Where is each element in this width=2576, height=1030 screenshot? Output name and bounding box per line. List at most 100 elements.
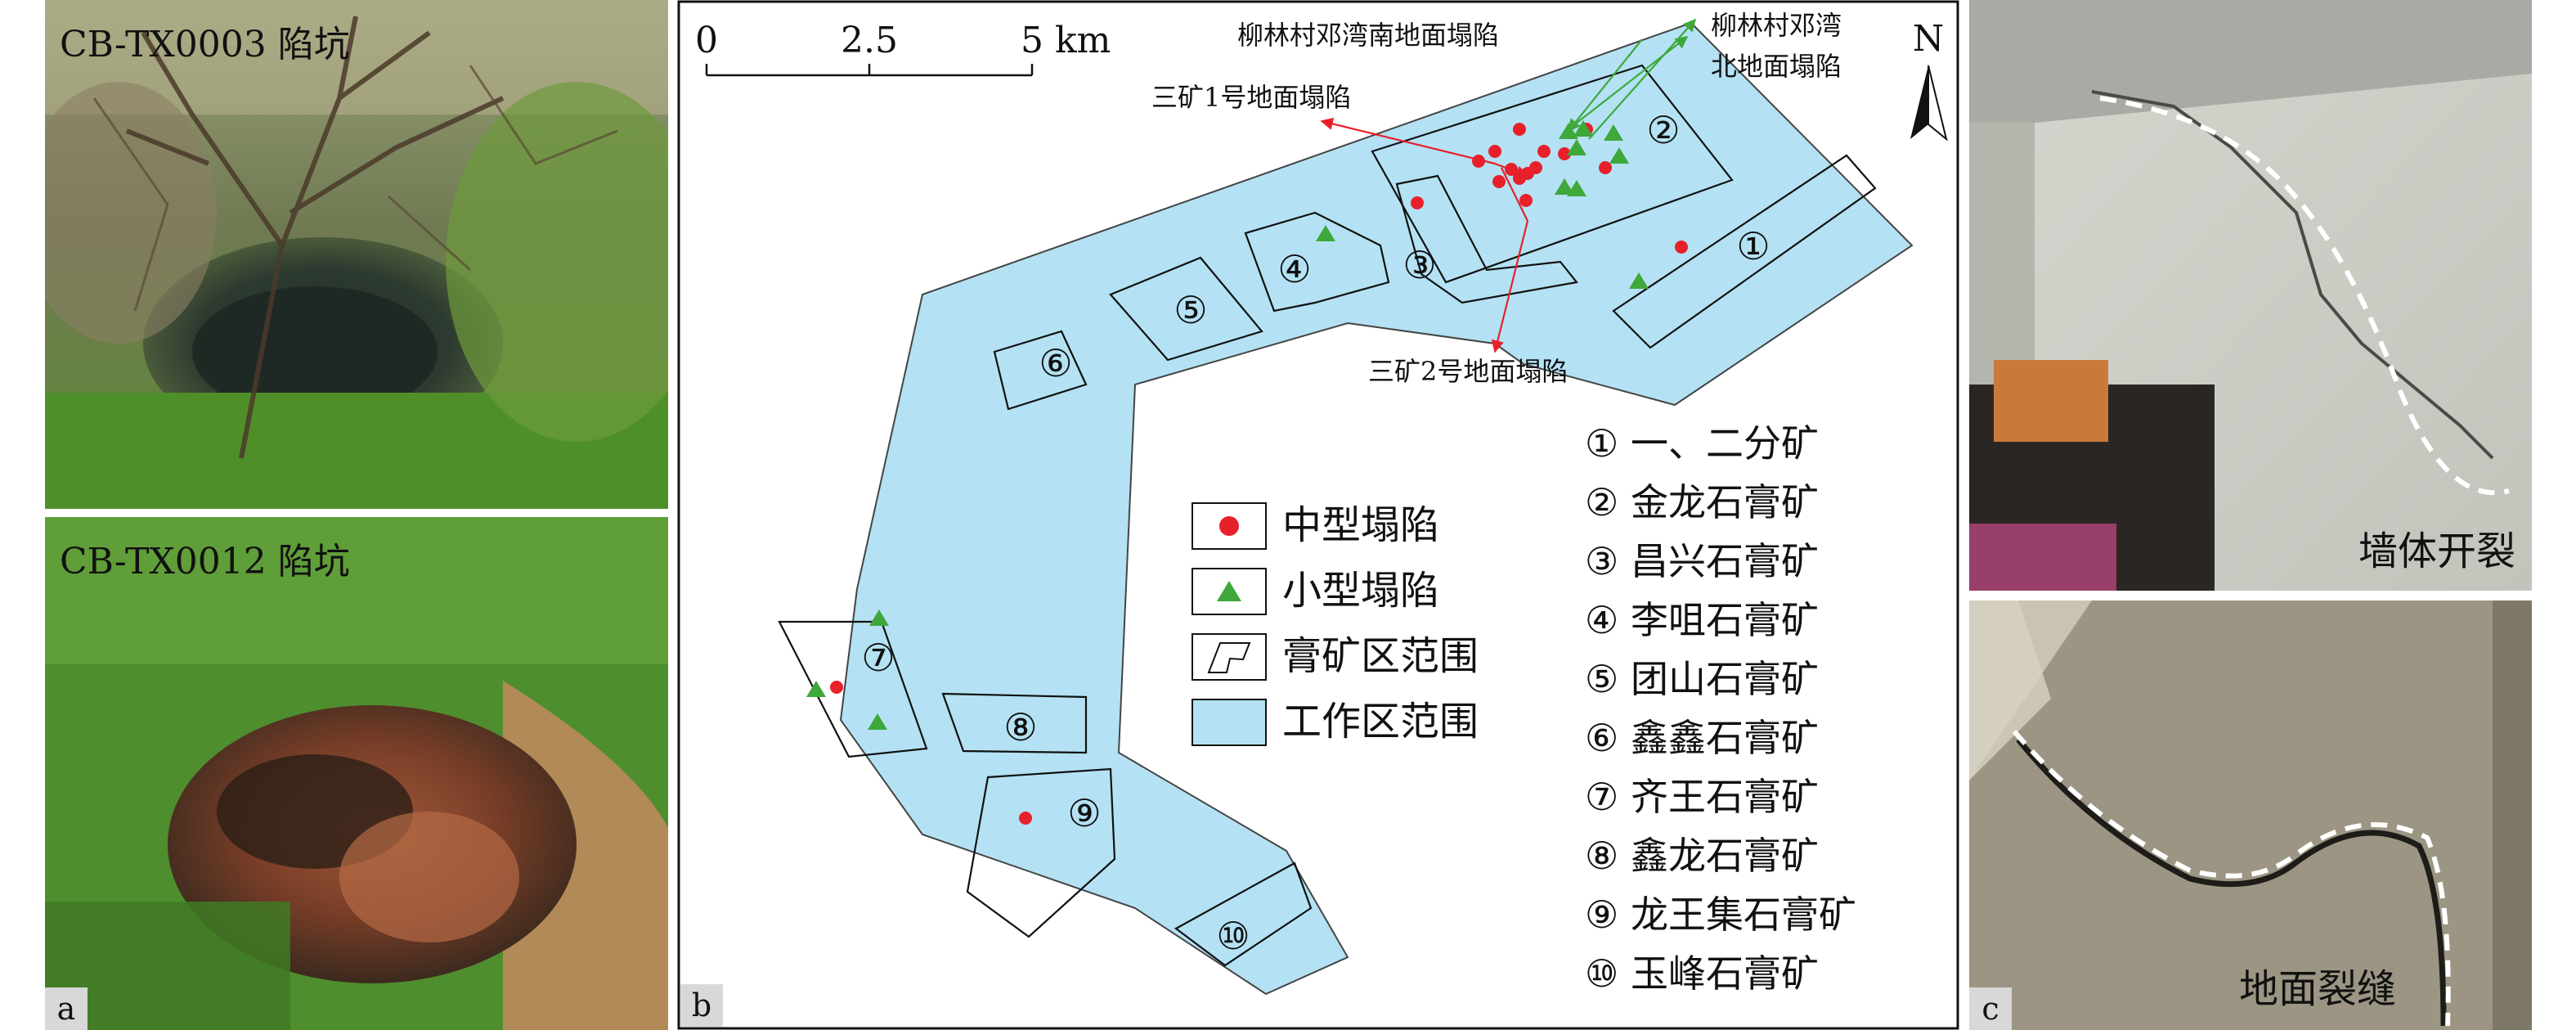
scale-bar-unit: km bbox=[1055, 20, 1111, 61]
legend-small-collapse-label: 小型塌陷 bbox=[1282, 568, 1439, 614]
map-legend: 中型塌陷 小型塌陷 膏矿区范围 工作区范围 bbox=[1192, 502, 1479, 746]
medium-collapse-marker bbox=[1513, 123, 1526, 136]
sinkhole-bottom-label: CB-TX0012 陷坑 bbox=[60, 541, 350, 582]
mine-list-name-8: 鑫龙石膏矿 bbox=[1631, 834, 1819, 878]
mine-list-num-10: ⑩ bbox=[1585, 951, 1618, 996]
mine-list-name-4: 李咀石膏矿 bbox=[1631, 598, 1819, 642]
medium-collapse-marker bbox=[1558, 147, 1571, 160]
small-collapse-marker bbox=[868, 713, 887, 730]
callout-arrow-mine3-no1-left bbox=[1320, 117, 1496, 165]
mine-list-num-3: ③ bbox=[1585, 539, 1618, 583]
callout-arrow-mine3-no2-up bbox=[1501, 167, 1528, 222]
callout-liulin-south: 柳林村邓湾南地面塌陷 bbox=[1237, 20, 1499, 51]
mine-number-4: ④ bbox=[1277, 247, 1311, 291]
callout-mine3-no1: 三矿1号地面塌陷 bbox=[1151, 82, 1351, 113]
medium-collapse-marker bbox=[1492, 175, 1506, 188]
medium-collapse-marker bbox=[1519, 194, 1533, 207]
medium-collapse-marker bbox=[1675, 241, 1688, 254]
small-collapse-marker bbox=[1567, 139, 1586, 155]
mine-boundary-5 bbox=[1109, 256, 1263, 362]
mine-boundary-7 bbox=[778, 620, 928, 758]
mine-boundary-6 bbox=[993, 330, 1088, 411]
callout-labels: 柳林村邓湾南地面塌陷 柳林村邓湾 北地面塌陷 三矿1号地面塌陷 三矿2号地面塌陷 bbox=[1151, 10, 1842, 387]
legend-box-work-area bbox=[1192, 699, 1267, 746]
callout-liulin-north-line1: 柳林村邓湾 bbox=[1711, 10, 1842, 41]
small-collapse-marker bbox=[1567, 180, 1586, 196]
legend-mine-boundary-label: 膏矿区范围 bbox=[1282, 633, 1479, 679]
small-collapse-marker bbox=[1316, 225, 1335, 241]
medium-collapse-marker bbox=[1488, 145, 1501, 158]
mine-list-num-2: ② bbox=[1585, 480, 1618, 524]
sinkhole-photo-top-image bbox=[45, 0, 668, 509]
callout-arrows bbox=[1320, 18, 1697, 353]
ground-crack-caption: 地面裂缝 bbox=[2239, 966, 2397, 1012]
mine-boundary-10 bbox=[1174, 861, 1313, 967]
mine-list-name-2: 金龙石膏矿 bbox=[1631, 480, 1819, 524]
panel-a-letter: a bbox=[45, 987, 88, 1030]
small-collapse-marker bbox=[1604, 124, 1623, 141]
panel-a: CB-TX0003 陷坑 CB-TX0012 陷坑 a bbox=[45, 0, 668, 1030]
medium-collapse-marker bbox=[1537, 145, 1551, 158]
medium-collapse-markers bbox=[830, 123, 1688, 825]
mine-number-9: ⑨ bbox=[1067, 791, 1101, 835]
medium-collapse-marker bbox=[830, 681, 843, 694]
sinkhole-photo-bottom: CB-TX0012 陷坑 a bbox=[45, 517, 668, 1030]
ground-crack-trace bbox=[2012, 730, 2451, 1027]
scale-bar-label-5: 5 bbox=[1021, 20, 1043, 61]
mine-list-name-1: 一、二分矿 bbox=[1631, 421, 1819, 466]
mine-list-num-8: ⑧ bbox=[1585, 834, 1618, 878]
mine-list: ① 一、二分矿 ② 金龙石膏矿 ③ 昌兴石膏矿 ④ 李咀石膏矿 ⑤ 团山石膏矿 … bbox=[1585, 421, 1856, 996]
callout-liulin-north-line2: 北地面塌陷 bbox=[1711, 51, 1842, 82]
wall-crack-photo-image bbox=[1969, 0, 2532, 591]
work-area-polygon bbox=[839, 21, 1914, 996]
scale-bar-label-2-5: 2.5 bbox=[841, 20, 898, 61]
mine-boundary-9 bbox=[966, 767, 1116, 938]
scale-bar: 0 2.5 5 km bbox=[695, 20, 1111, 77]
mine-number-6: ⑥ bbox=[1039, 341, 1072, 385]
legend-box-mine bbox=[1192, 633, 1267, 681]
callout-arrow-mine3-no1-right bbox=[1494, 162, 1529, 178]
medium-collapse-marker bbox=[1599, 161, 1612, 174]
mine-numbers: ① ② ③ ④ ⑤ ⑥ ⑦ ⑧ ⑨ ⑩ bbox=[861, 108, 1770, 958]
panel-b: ① ② ③ ④ ⑤ ⑥ ⑦ ⑧ ⑨ ⑩ bbox=[677, 0, 1959, 1030]
medium-collapse-marker bbox=[1529, 161, 1542, 174]
north-arrow-icon: N bbox=[1910, 18, 1948, 142]
legend-work-area-label: 工作区范围 bbox=[1282, 699, 1479, 744]
callout-arrow-liulin-north-2 bbox=[1568, 36, 1689, 130]
mine-number-10: ⑩ bbox=[1216, 914, 1250, 958]
panel-c: 墙体开裂 地面裂缝 c bbox=[1969, 0, 2532, 1030]
mine-boundary-2 bbox=[1371, 64, 1734, 284]
ground-crack-photo-image bbox=[1969, 600, 2532, 1030]
medium-collapse-marker bbox=[1411, 196, 1424, 209]
north-arrow-label: N bbox=[1913, 18, 1945, 60]
mine-number-1: ① bbox=[1736, 224, 1770, 268]
legend-medium-collapse-icon bbox=[1219, 516, 1239, 536]
mine-list-name-5: 团山石膏矿 bbox=[1631, 657, 1819, 701]
small-collapse-marker bbox=[806, 681, 826, 697]
mine-list-name-9: 龙王集石膏矿 bbox=[1631, 893, 1856, 937]
mine-boundaries bbox=[778, 64, 1877, 967]
small-collapse-marker bbox=[1629, 272, 1649, 289]
mine-number-2: ② bbox=[1646, 108, 1680, 152]
callout-mine3-no2: 三矿2号地面塌陷 bbox=[1368, 356, 1568, 387]
legend-mine-boundary-icon bbox=[1207, 642, 1251, 673]
wall-crack-photo: 墙体开裂 bbox=[1969, 0, 2532, 591]
callout-arrow-mine3-no2 bbox=[1491, 220, 1529, 353]
ground-crack-photo: 地面裂缝 c bbox=[1969, 600, 2532, 1030]
mine-list-name-3: 昌兴石膏矿 bbox=[1631, 539, 1819, 583]
mine-boundary-1 bbox=[1612, 154, 1877, 349]
wall-crack-trace bbox=[2099, 96, 2510, 496]
medium-collapse-marker bbox=[1019, 812, 1032, 825]
sinkhole-photo-bottom-image bbox=[45, 517, 668, 1030]
mine-boundary-3 bbox=[1395, 174, 1579, 304]
mine-boundary-8 bbox=[941, 692, 1088, 754]
mine-list-num-6: ⑥ bbox=[1585, 716, 1618, 760]
mine-number-5: ⑤ bbox=[1174, 288, 1207, 332]
mine-list-num-9: ⑨ bbox=[1585, 893, 1618, 937]
small-collapse-marker bbox=[1573, 120, 1593, 137]
wall-crack-caption: 墙体开裂 bbox=[2358, 528, 2515, 574]
small-collapse-marker bbox=[869, 609, 889, 626]
mine-boundary-4 bbox=[1244, 211, 1390, 313]
callout-arrow-liulin-south bbox=[1568, 38, 1643, 133]
small-collapse-marker bbox=[1609, 147, 1629, 164]
